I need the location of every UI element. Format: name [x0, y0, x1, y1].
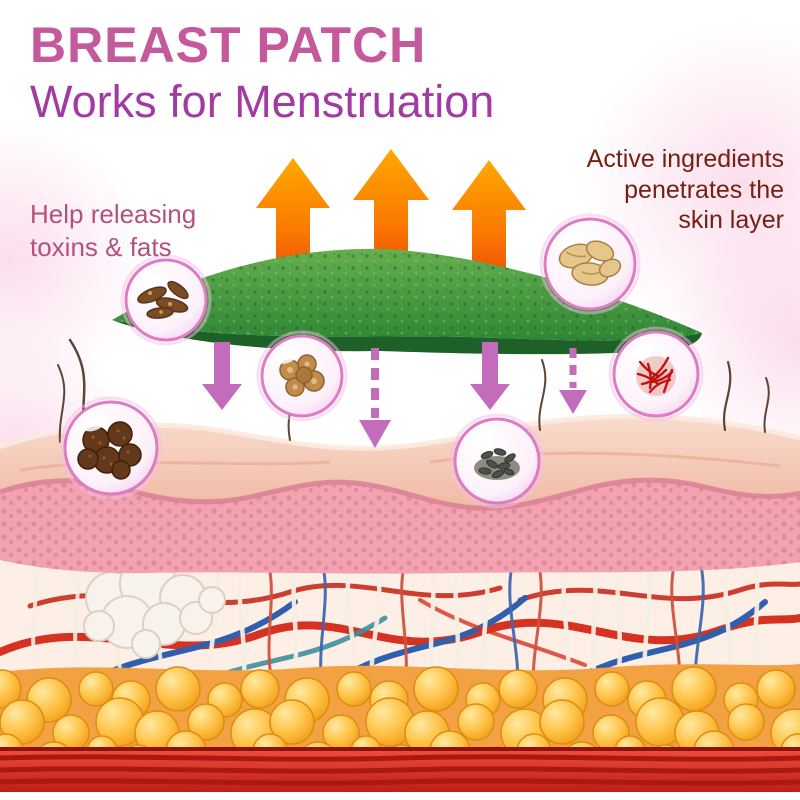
up-arrow-middle — [353, 149, 429, 312]
down-arrow-1 — [202, 342, 242, 410]
ingredient-bubble-root-slices — [539, 213, 641, 315]
page-subtitle: Works for Menstruation — [30, 76, 495, 127]
page-title: BREAST PATCH — [30, 17, 427, 73]
ingredient-bubble-dried-berries — [59, 396, 163, 500]
herbal-patch — [112, 248, 702, 355]
up-arrows — [256, 149, 526, 318]
ingredient-bubble-herb-slices — [256, 330, 348, 422]
label-help-releasing-toxins: Help releasing toxins & fats — [30, 199, 197, 263]
down-arrow-3 — [470, 342, 510, 410]
label-active-ingredients: Active ingredients penetrates the skin l… — [586, 145, 784, 234]
ingredient-bubble-black-seeds — [449, 413, 545, 509]
ingredient-bubble-seed-pods — [120, 254, 212, 346]
down-arrow-2-dashed — [359, 348, 391, 448]
ingredient-bubble-saffron-threads — [608, 326, 704, 422]
up-arrow-right — [452, 160, 526, 318]
muscle-layer — [0, 747, 800, 792]
up-arrow-left — [256, 158, 330, 318]
down-arrows — [202, 342, 587, 448]
down-arrow-4-dashed — [559, 348, 587, 414]
